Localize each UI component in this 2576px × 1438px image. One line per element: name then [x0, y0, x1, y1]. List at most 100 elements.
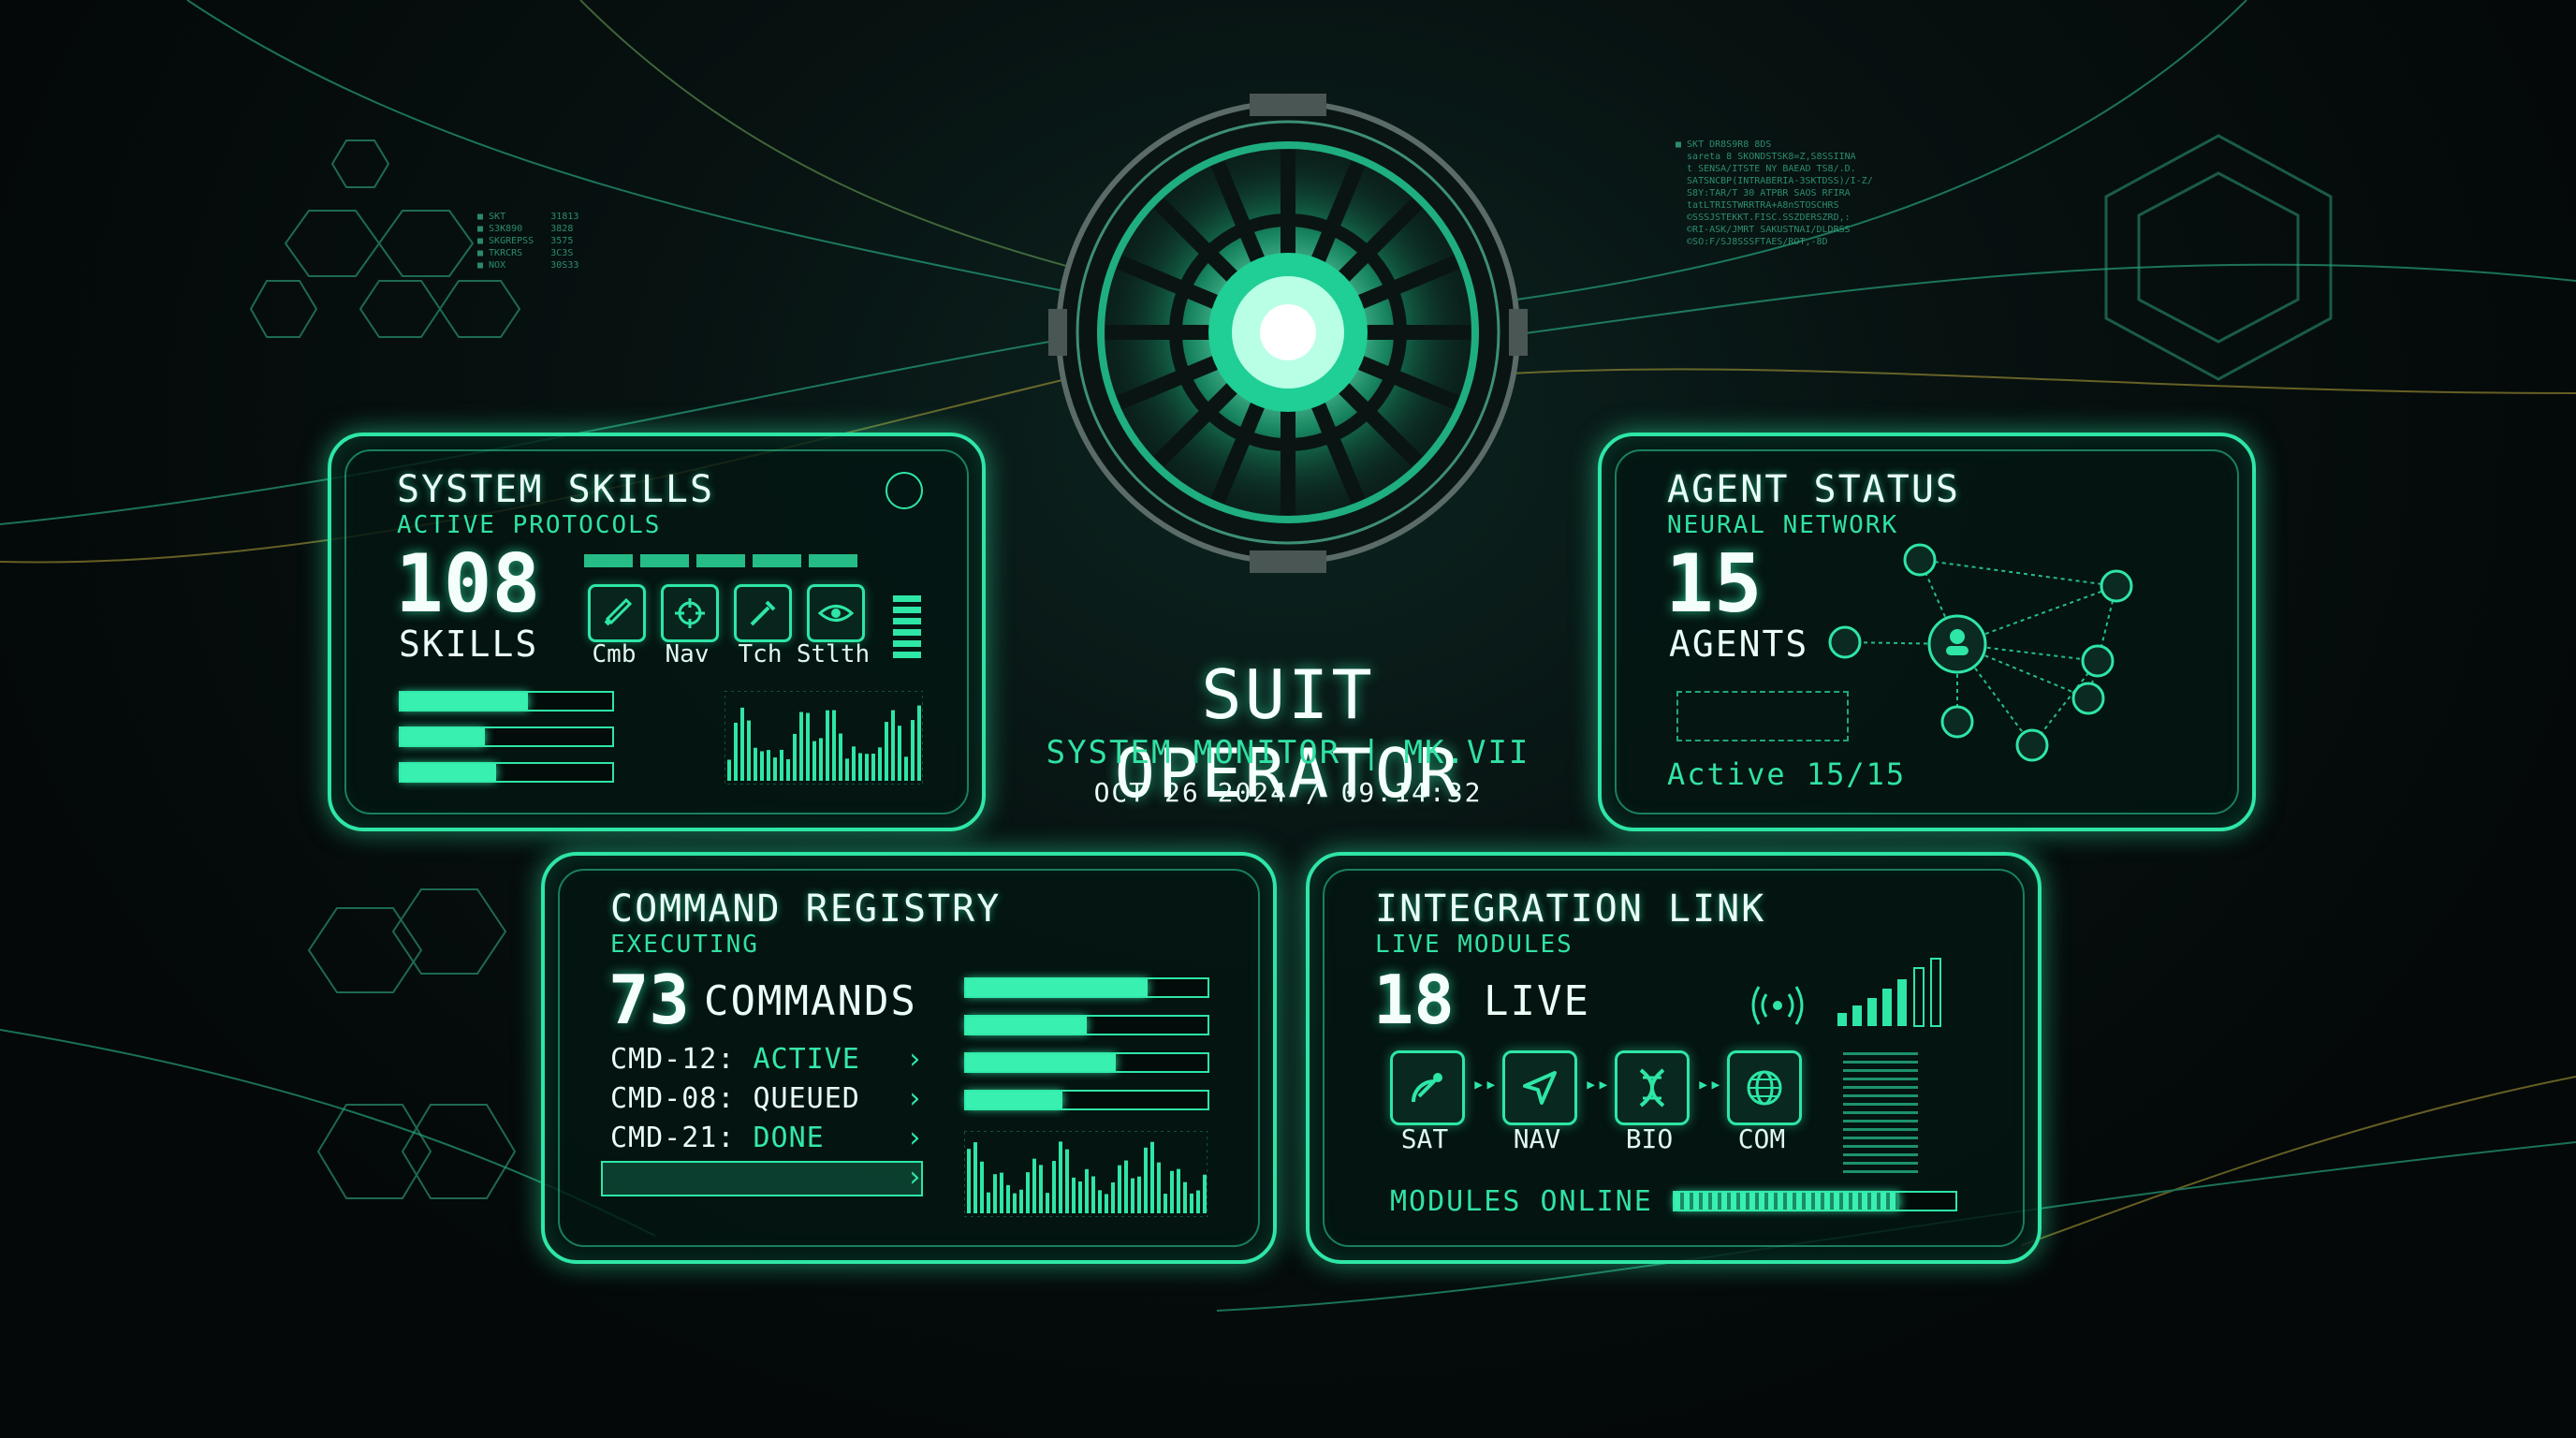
activity-bar [812, 741, 816, 781]
chevron-right-icon[interactable]: › [906, 1082, 924, 1115]
command-bar [964, 1052, 1209, 1073]
modules-progress-bar [1673, 1191, 1957, 1211]
activity-bar [1164, 1194, 1167, 1213]
skill-tech-button[interactable] [734, 584, 792, 642]
hexagon-icon [886, 472, 923, 509]
command-row[interactable]: CMD-08: QUEUED [610, 1082, 860, 1115]
activity-bar [1131, 1178, 1134, 1213]
activity-bar [780, 749, 783, 781]
skill-bar-segments [584, 554, 865, 567]
skill-combat-button[interactable] [588, 584, 646, 642]
activity-bar [747, 720, 751, 781]
tool-icon [750, 600, 776, 626]
activity-bar [806, 712, 810, 781]
skill-label: Stlth [796, 640, 871, 668]
activity-bar [993, 1174, 997, 1213]
activity-bar [773, 757, 777, 781]
activity-bar [1026, 1172, 1030, 1213]
activity-bar [1059, 1141, 1062, 1213]
command-row[interactable]: CMD-12: ACTIVE [610, 1043, 860, 1076]
activity-bar [786, 758, 790, 781]
command-bar [964, 1015, 1209, 1035]
module-com-button[interactable] [1727, 1050, 1802, 1125]
panel-subtitle: ACTIVE PROTOCOLS [397, 511, 662, 539]
activity-bar [1019, 1189, 1023, 1213]
command-input-row[interactable] [601, 1161, 923, 1196]
command-bar [964, 1090, 1209, 1110]
activity-bar [1039, 1165, 1043, 1213]
activity-bar [865, 754, 869, 781]
activity-bar [1078, 1181, 1082, 1213]
skill-bar [399, 726, 614, 747]
activity-bar [740, 707, 744, 781]
skill-label: Tch [738, 640, 783, 668]
skill-label: Cmb [592, 640, 637, 668]
activity-bar [1072, 1177, 1076, 1213]
activity-bar [1157, 1162, 1161, 1213]
module-bio-button[interactable] [1615, 1050, 1690, 1125]
module-label: COM [1737, 1123, 1786, 1154]
module-label: NAV [1513, 1123, 1561, 1154]
activity-bar [1124, 1160, 1128, 1213]
command-status: ACTIVE [753, 1043, 860, 1076]
navigation-arrow-icon [1523, 1071, 1557, 1105]
sword-icon [604, 597, 633, 626]
activity-bar [799, 712, 803, 781]
activity-bar [852, 746, 856, 781]
satellite-icon [1412, 1073, 1442, 1103]
globe-icon [1747, 1070, 1782, 1106]
flow-arrow: ▸▸ [1585, 1073, 1610, 1096]
activity-bar [1150, 1141, 1154, 1213]
command-id: CMD-08: [610, 1082, 736, 1115]
activity-bar [1013, 1193, 1017, 1213]
activity-bar [987, 1192, 990, 1213]
command-status: DONE [753, 1122, 825, 1154]
command-row[interactable]: CMD-21: DONE [610, 1122, 825, 1154]
activity-bar [858, 753, 862, 781]
agent-status-panel: AGENT STATUS NEURAL NETWORK 15 AGENTS Ac… [1598, 433, 2256, 831]
flow-arrow: ▸▸ [1697, 1073, 1722, 1096]
module-sat-button[interactable] [1390, 1050, 1465, 1125]
activity-bar [1170, 1170, 1174, 1213]
activity-bar [878, 747, 882, 781]
panel-title: SYSTEM SKILLS [397, 468, 715, 511]
skill-nav-button[interactable] [661, 584, 719, 642]
activity-bar [793, 733, 797, 781]
activity-bar [1203, 1174, 1207, 1213]
live-unit: LIVE [1484, 977, 1590, 1025]
activity-bar [767, 750, 770, 781]
skills-count: 108 [395, 537, 541, 631]
command-status: QUEUED [753, 1082, 860, 1115]
page-subtitle: SYSTEM MONITOR | MK.VII [1046, 734, 1530, 771]
chevron-right-icon[interactable]: › [906, 1161, 924, 1194]
activity-bar [839, 733, 842, 781]
activity-bar [917, 705, 921, 781]
hud-log-right: ■ SKT DR8S9R8 8DS sareta 8 SKONDSTSK8=Z,… [1676, 139, 1873, 247]
chevron-right-icon[interactable]: › [906, 1043, 924, 1076]
signal-tower-icon [1751, 986, 1804, 1025]
agent-network-graph [1828, 543, 2133, 762]
activity-bar [904, 756, 908, 781]
skill-stealth-button[interactable] [807, 584, 865, 642]
panel-title: COMMAND REGISTRY [610, 888, 1002, 931]
activity-bar [967, 1149, 971, 1213]
activity-bar [819, 738, 823, 781]
activity-bar [1137, 1176, 1141, 1213]
modules-online-text: MODULES ONLINE [1390, 1185, 1653, 1218]
chevron-right-icon[interactable]: › [906, 1122, 924, 1154]
skill-bar [399, 762, 614, 783]
flow-arrow: ▸▸ [1472, 1073, 1498, 1096]
agents-unit: AGENTS [1669, 624, 1809, 665]
skill-bar [399, 691, 614, 712]
activity-bar [734, 722, 738, 781]
activity-bar [826, 710, 829, 781]
skills-activity-chart [724, 691, 923, 785]
activity-bar [898, 726, 901, 781]
module-label: BIO [1625, 1123, 1674, 1154]
signal-level-icon [893, 595, 921, 661]
activity-bar [1098, 1190, 1102, 1213]
arc-reactor [1048, 94, 1528, 573]
module-nav-button[interactable] [1502, 1050, 1577, 1125]
activity-bar [1196, 1190, 1200, 1213]
activity-bar [1052, 1161, 1056, 1213]
